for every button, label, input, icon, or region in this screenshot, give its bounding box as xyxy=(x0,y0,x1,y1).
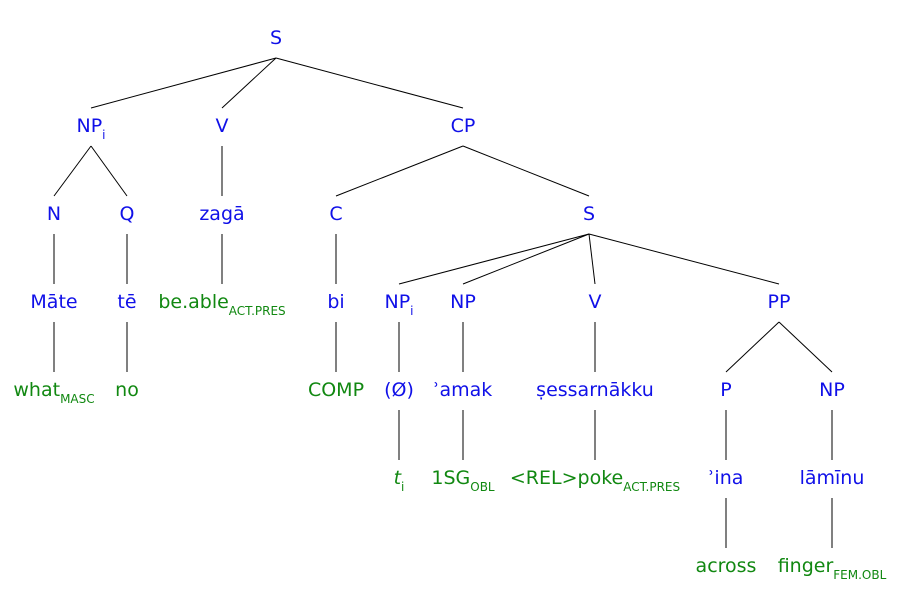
node-mate: Māte xyxy=(30,291,77,313)
node-text: tē xyxy=(117,291,136,313)
node-comp: COMP xyxy=(308,379,364,401)
node-text: Q xyxy=(120,203,135,225)
node-text: S xyxy=(270,27,282,49)
node-v1: V xyxy=(216,115,229,137)
edge-cp-c1 xyxy=(335,145,464,197)
node-text: NP xyxy=(450,291,476,313)
node-text: ʾamak xyxy=(434,379,493,401)
node-subscript: MASC xyxy=(60,392,95,406)
tree-edges xyxy=(53,57,833,548)
node-text: V xyxy=(589,291,602,313)
node-text: ṣessarnākku xyxy=(536,379,654,401)
node-text: <REL>poke xyxy=(510,467,623,489)
node-no: no xyxy=(115,379,139,401)
node-text: no xyxy=(115,379,139,401)
node-null: (Ø) xyxy=(384,379,414,401)
node-text: N xyxy=(47,203,61,225)
node-text: S xyxy=(583,203,595,225)
node-text: C xyxy=(329,203,342,225)
node-np3: NP xyxy=(450,291,476,313)
node-text: lāmīnu xyxy=(800,467,865,489)
node-c1: C xyxy=(329,203,342,225)
node-s2: S xyxy=(583,203,595,225)
node-np1: NPi xyxy=(76,115,105,142)
edge-s2-pp xyxy=(588,233,780,285)
node-text: 1SG xyxy=(431,467,470,489)
node-subscript: i xyxy=(410,304,413,318)
node-amak: ʾamak xyxy=(434,379,493,401)
node-text: be.able xyxy=(158,291,228,313)
edge-s1-v1 xyxy=(221,57,277,109)
edge-cp-s2 xyxy=(462,145,590,197)
edge-s2-v2 xyxy=(588,233,596,285)
node-subscript: ACT.PRES xyxy=(623,480,680,494)
node-pp: PP xyxy=(768,291,791,313)
node-poke: <REL>pokeACT.PRES xyxy=(510,467,680,494)
node-cp: CP xyxy=(451,115,476,137)
node-np2: NPi xyxy=(384,291,413,318)
node-text: NP xyxy=(384,291,410,313)
node-text: V xyxy=(216,115,229,137)
node-q1: Q xyxy=(120,203,135,225)
node-text: finger xyxy=(778,555,834,577)
edge-s1-cp xyxy=(275,57,464,109)
node-subscript: i xyxy=(102,128,105,142)
node-np4: NP xyxy=(819,379,845,401)
node-finger: fingerFEM.OBL xyxy=(778,555,887,582)
node-s1: S xyxy=(270,27,282,49)
node-what: whatMASC xyxy=(13,379,94,406)
edge-np1-q1 xyxy=(90,145,128,197)
node-text: COMP xyxy=(308,379,364,401)
node-subscript: i xyxy=(401,480,404,494)
node-text: ʾina xyxy=(709,467,744,489)
node-text: PP xyxy=(768,291,791,313)
node-text: what xyxy=(13,379,60,401)
edge-s2-np3 xyxy=(462,233,590,285)
edge-np1-n1 xyxy=(53,145,92,197)
node-across: across xyxy=(696,555,757,577)
node-text: NP xyxy=(819,379,845,401)
node-text: Māte xyxy=(30,291,77,313)
node-te: tē xyxy=(117,291,136,313)
node-ina: ʾina xyxy=(709,467,744,489)
node-trace: ti xyxy=(394,467,405,494)
edge-pp-np4 xyxy=(778,321,833,373)
node-beable: be.ableACT.PRES xyxy=(158,291,285,318)
node-subscript: OBL xyxy=(470,480,495,494)
node-subscript: FEM.OBL xyxy=(833,568,886,582)
node-text: zagā xyxy=(199,203,244,225)
node-zaga: zagā xyxy=(199,203,244,225)
node-bi: bi xyxy=(327,291,344,313)
edge-pp-p1 xyxy=(725,321,780,373)
node-v2: V xyxy=(589,291,602,313)
edge-s1-np1 xyxy=(90,57,277,109)
node-lamin: lāmīnu xyxy=(800,467,865,489)
node-p1: P xyxy=(720,379,731,401)
node-text: t xyxy=(394,467,403,489)
node-text: across xyxy=(696,555,757,577)
node-n1: N xyxy=(47,203,61,225)
node-subscript: ACT.PRES xyxy=(229,304,286,318)
node-text: NP xyxy=(76,115,102,137)
node-sessar: ṣessarnākku xyxy=(536,379,654,401)
edge-s2-np2 xyxy=(398,233,590,285)
node-text: bi xyxy=(327,291,344,313)
node-text: (Ø) xyxy=(384,379,414,401)
node-text: P xyxy=(720,379,731,401)
node-text: CP xyxy=(451,115,476,137)
node-1sg: 1SGOBL xyxy=(431,467,495,494)
